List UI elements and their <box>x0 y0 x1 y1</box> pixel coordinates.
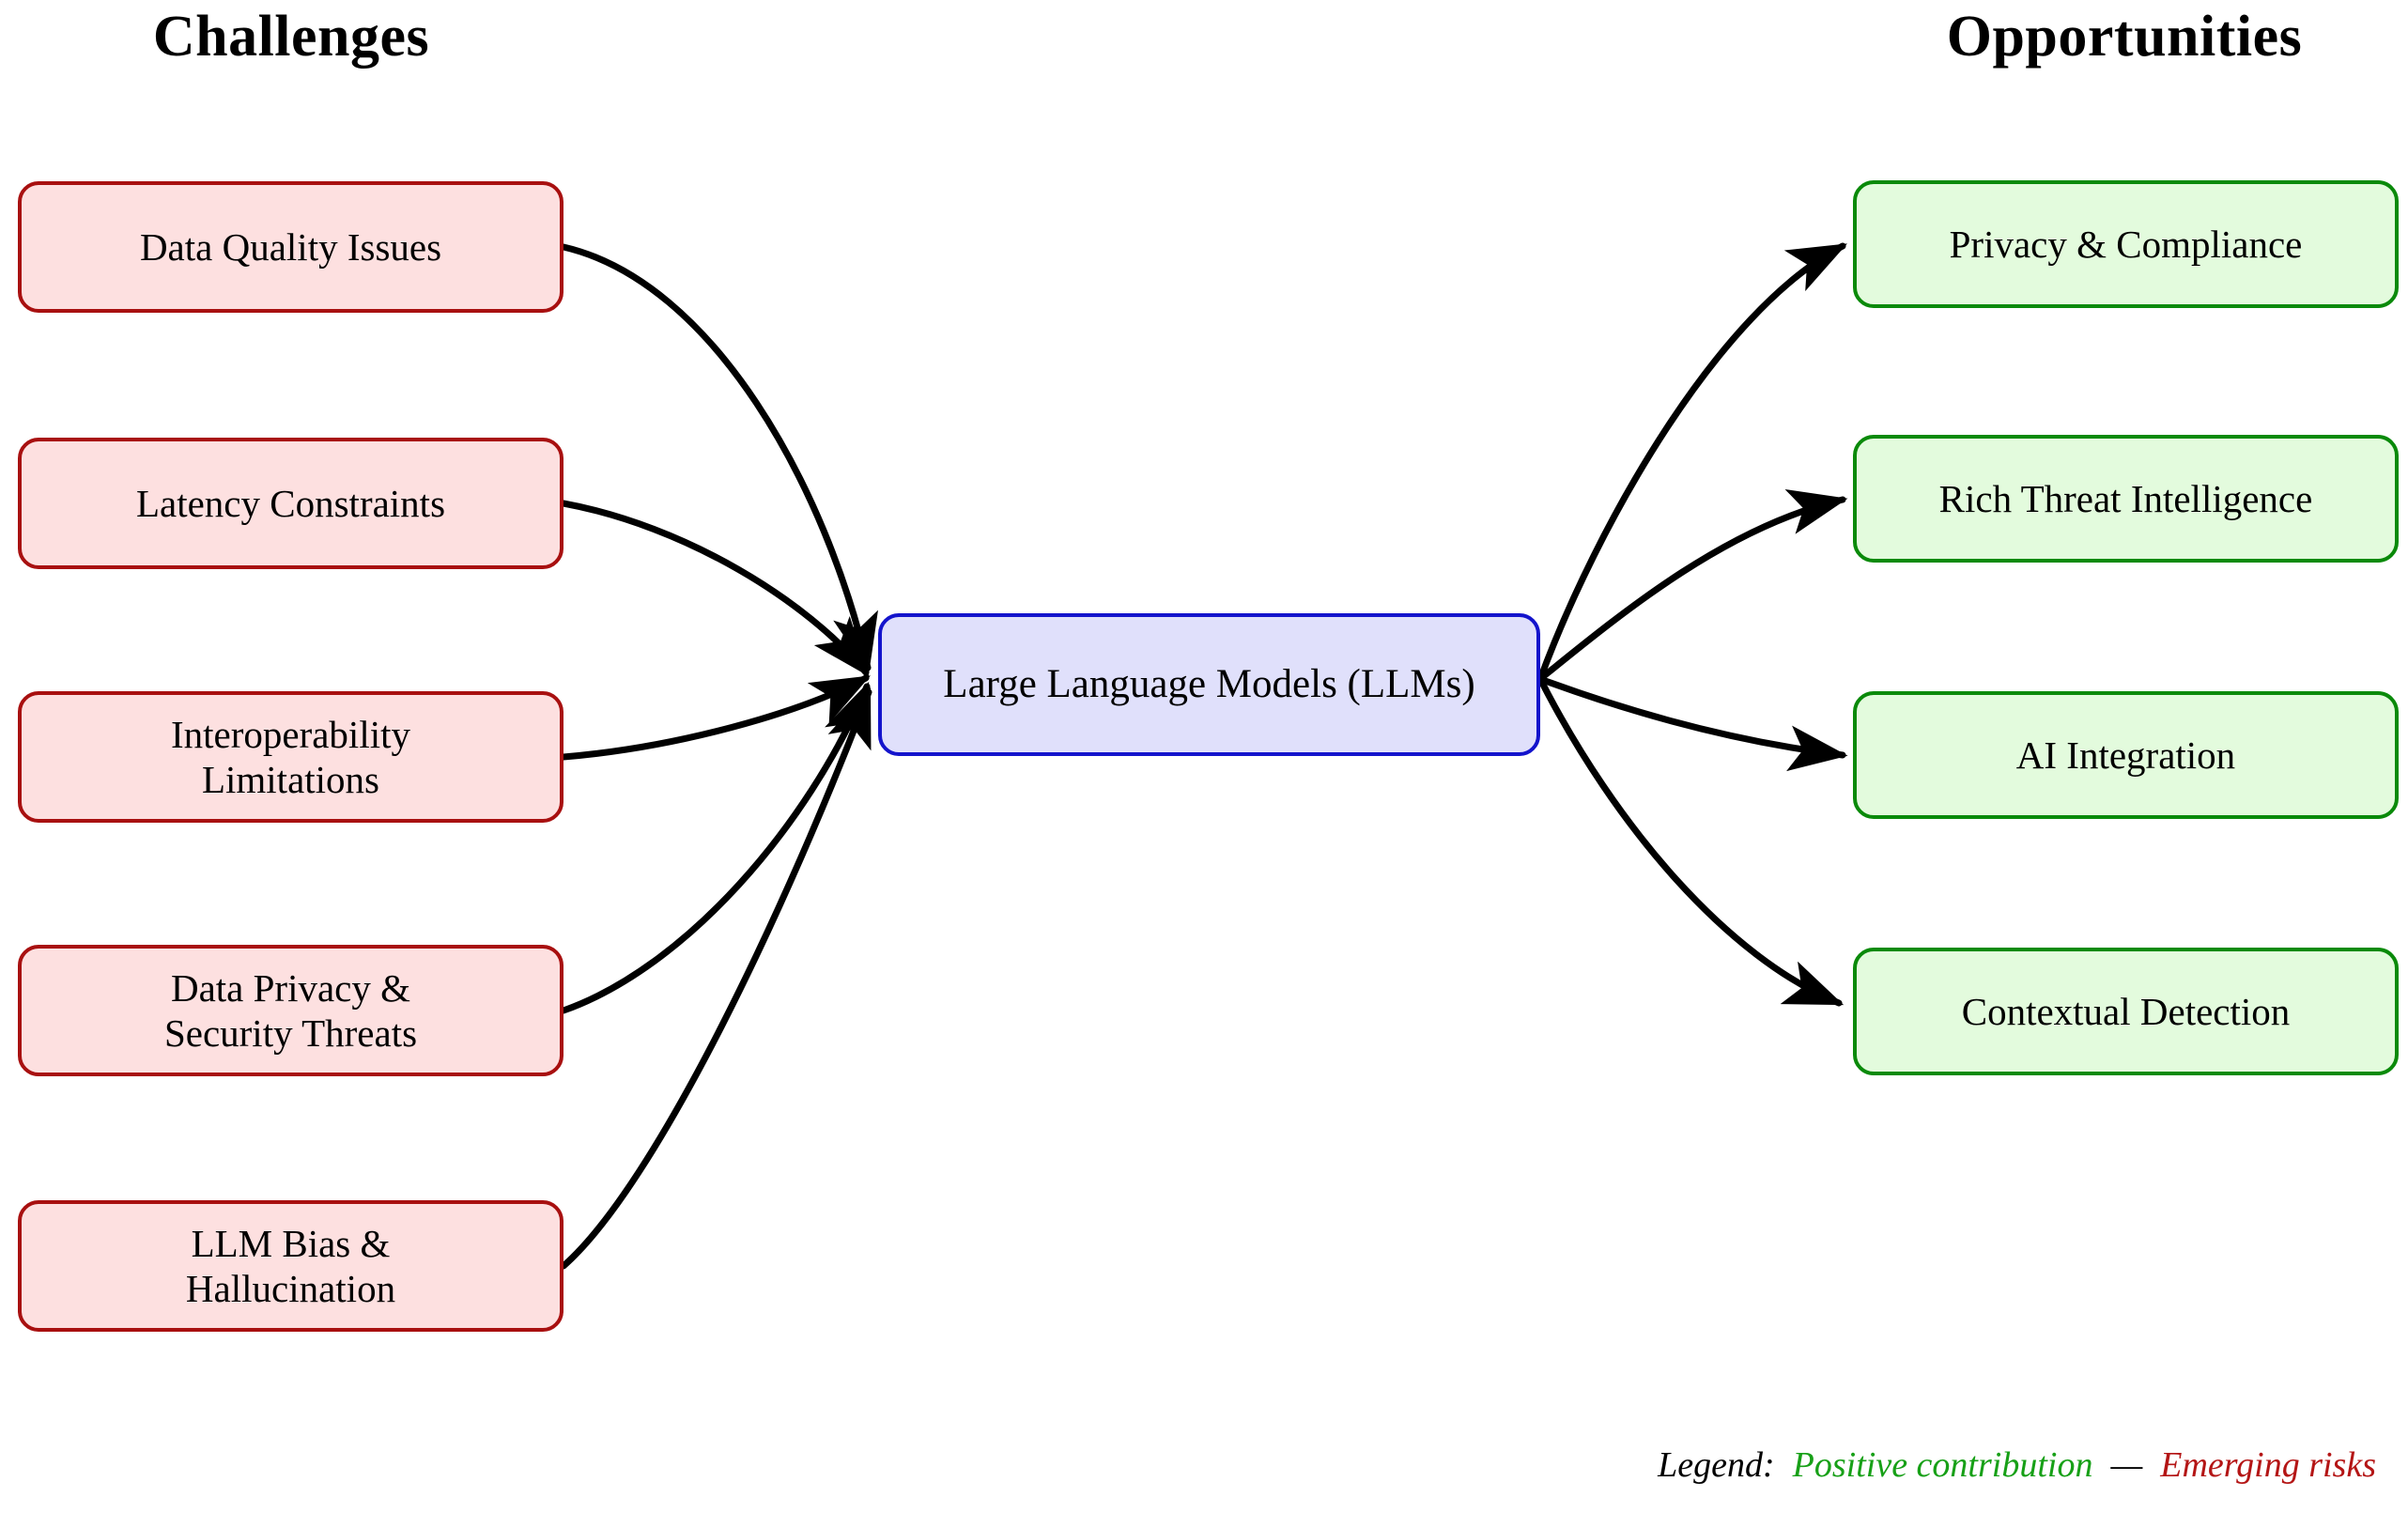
edge-core-to-opportunity-3 <box>1536 675 1845 1007</box>
opportunity-node-privacy-compliance[interactable]: Privacy & Compliance <box>1853 180 2399 308</box>
edge-challenge-0-to-core <box>560 243 878 673</box>
edge-core-to-opportunity-0 <box>1536 242 1847 683</box>
opportunities-column-heading: Opportunities <box>1946 5 2303 69</box>
node-label: Interoperability Limitations <box>170 712 410 801</box>
node-label: LLM Bias & Hallucination <box>185 1221 396 1310</box>
node-label: Contextual Detection <box>1961 989 2291 1033</box>
node-label: Rich Threat Intelligence <box>1938 476 2313 520</box>
legend-title: Legend: <box>1658 1445 1775 1485</box>
challenges-column-heading: Challenges <box>152 5 430 69</box>
challenge-node-interoperability-limitations[interactable]: Interoperability Limitations <box>18 691 563 823</box>
legend-negative-label: Emerging risks <box>2160 1445 2376 1485</box>
outbound-edge-group <box>1536 242 1848 1007</box>
inbound-edge-group <box>560 243 878 1270</box>
legend: Legend: Positive contribution — Emerging… <box>1221 1444 2376 1486</box>
core-node-large-language-models[interactable]: Large Language Models (LLMs) <box>878 613 1540 756</box>
challenge-node-data-quality-issues[interactable]: Data Quality Issues <box>18 181 563 313</box>
challenge-node-latency-constraints[interactable]: Latency Constraints <box>18 438 563 569</box>
challenge-node-data-privacy-security-threats[interactable]: Data Privacy & Security Threats <box>18 945 563 1076</box>
opportunity-node-ai-integration[interactable]: AI Integration <box>1853 691 2399 819</box>
node-label: Large Language Models (LLMs) <box>943 661 1475 706</box>
edge-core-to-opportunity-2 <box>1536 675 1848 772</box>
legend-positive-label: Positive contribution <box>1792 1445 2093 1485</box>
opportunity-node-rich-threat-intelligence[interactable]: Rich Threat Intelligence <box>1853 435 2399 563</box>
edge-core-to-opportunity-1 <box>1536 488 1848 683</box>
node-label: Data Privacy & Security Threats <box>163 965 418 1055</box>
challenge-node-llm-bias-hallucination[interactable]: LLM Bias & Hallucination <box>18 1200 563 1332</box>
node-label: Privacy & Compliance <box>1949 222 2303 266</box>
node-label: Latency Constraints <box>135 481 446 525</box>
opportunity-node-contextual-detection[interactable]: Contextual Detection <box>1853 948 2399 1075</box>
edge-challenge-2-to-core <box>560 674 871 761</box>
node-label: Data Quality Issues <box>139 224 442 269</box>
edge-challenge-1-to-core <box>560 500 870 677</box>
legend-separator-dash: — <box>2110 1445 2143 1485</box>
node-label: AI Integration <box>2015 733 2236 777</box>
edge-challenge-3-to-core <box>560 681 871 1014</box>
edge-challenge-4-to-core <box>560 687 872 1270</box>
